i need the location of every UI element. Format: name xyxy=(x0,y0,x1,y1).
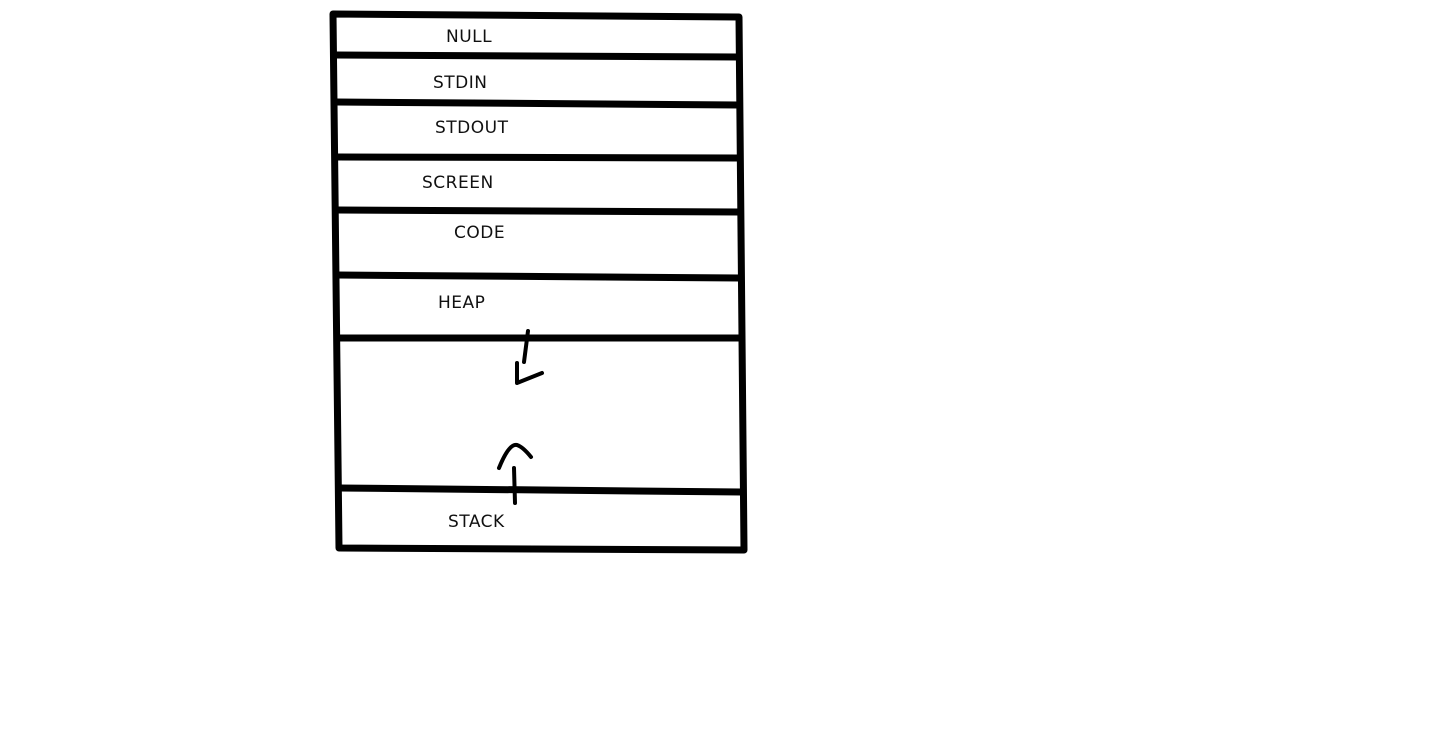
segment-label-stdout: STDOUT xyxy=(435,118,509,138)
divider-stdout-screen xyxy=(333,153,743,162)
divider-null-stdin xyxy=(331,51,743,61)
divider-code-heap xyxy=(333,271,744,282)
divider-free-stack xyxy=(335,484,745,496)
segment-label-code: CODE xyxy=(454,223,505,243)
segment-label-null: NULL xyxy=(446,27,492,47)
arrow-up-icon xyxy=(497,442,533,505)
segment-label-heap: HEAP xyxy=(438,293,485,313)
memory-block-border xyxy=(329,10,748,554)
segment-label-screen: SCREEN xyxy=(422,173,494,193)
divider-stdin-stdout xyxy=(332,98,743,109)
segment-label-stdin: STDIN xyxy=(433,73,488,93)
segment-label-stack: STACK xyxy=(448,512,505,532)
arrow-down-icon xyxy=(515,329,544,385)
divider-screen-code xyxy=(333,206,743,216)
